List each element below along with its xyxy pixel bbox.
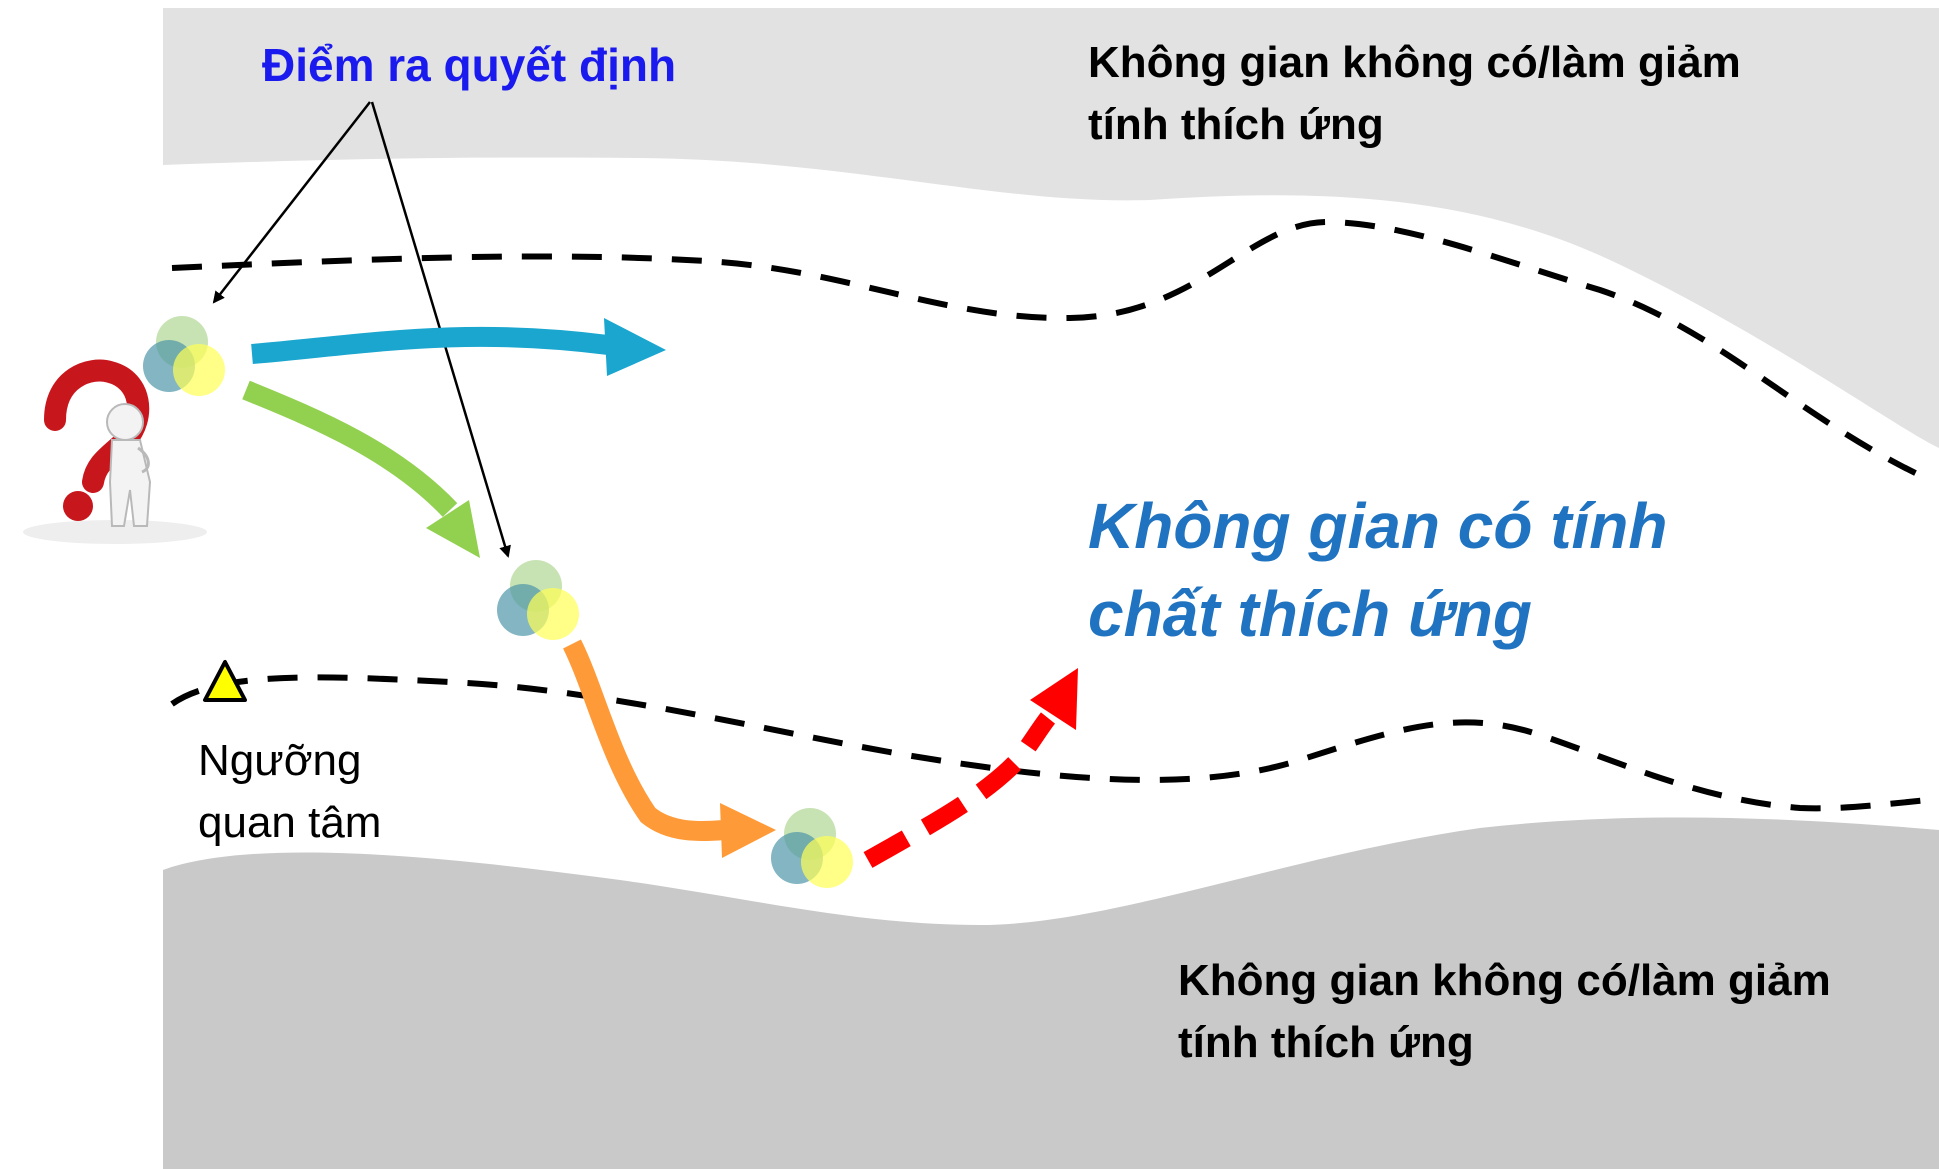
adaptive-zone-label: Không gian có tính chất thích ứng: [1088, 482, 1667, 658]
upper-dashed-boundary: [171, 218, 1932, 483]
bottom-zone-area: [163, 817, 1939, 1169]
top-zone-label-line-1: Không gian không có/làm giảm: [1088, 38, 1741, 87]
green-arrow: [242, 380, 480, 558]
top-zone-label: Không gian không có/làm giảm tính thích …: [1088, 32, 1741, 156]
decision-circles-icon: [497, 560, 579, 640]
red-dashed-arrow: [863, 668, 1078, 868]
bottom-zone-label: Không gian không có/làm giảm tính thích …: [1178, 950, 1831, 1074]
adaptive-zone-label-line-2: chất thích ứng: [1088, 578, 1532, 650]
decision-circles-icon: [143, 316, 225, 396]
top-zone-label-line-2: tính thích ứng: [1088, 100, 1384, 149]
bottom-zone-label-line-1: Không gian không có/làm giảm: [1178, 956, 1831, 1005]
threshold-label-line-2: quan tâm: [198, 798, 382, 847]
question-mark-person-icon: [23, 359, 207, 544]
threshold-triangle-icon: [203, 660, 247, 702]
threshold-label: Ngưỡng quan tâm: [198, 730, 381, 854]
bottom-zone-label-line-2: tính thích ứng: [1178, 1018, 1474, 1067]
lower-dashed-boundary: [170, 674, 1931, 812]
decision-points-label: Điểm ra quyết định: [262, 39, 677, 91]
threshold-label-line-1: Ngưỡng: [198, 736, 362, 785]
adaptive-zone-label-line-1: Không gian có tính: [1088, 490, 1668, 562]
decision-circles-icon: [771, 808, 853, 888]
blue-arrow: [251, 318, 666, 376]
orange-arrow: [563, 639, 776, 858]
top-zone-area: [163, 8, 1939, 448]
